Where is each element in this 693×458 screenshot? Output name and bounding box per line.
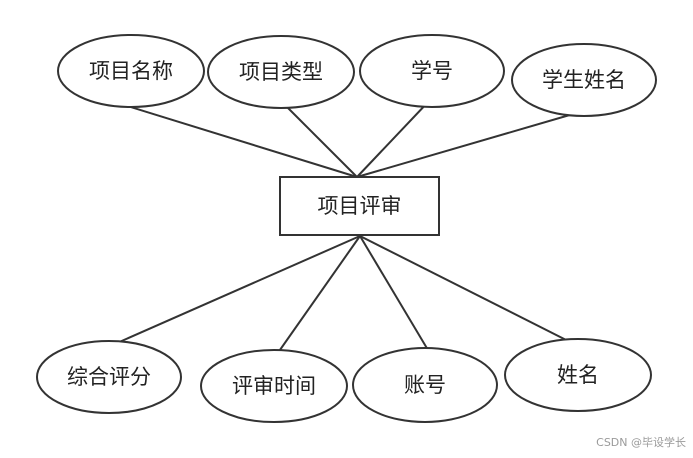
attribute-name: 姓名 xyxy=(504,338,652,412)
attribute-account: 账号 xyxy=(352,347,498,423)
connector-name xyxy=(359,235,581,348)
attribute-label: 评审时间 xyxy=(232,374,316,398)
attribute-review-time: 评审时间 xyxy=(200,349,348,423)
connector-account xyxy=(359,235,429,351)
attribute-label: 项目类型 xyxy=(239,60,323,84)
attribute-ellipse xyxy=(359,34,505,108)
entity-label: 项目评审 xyxy=(318,194,402,218)
attribute-label: 项目名称 xyxy=(89,59,173,83)
watermark: CSDN @毕设学长 xyxy=(596,435,686,449)
attribute-ellipse xyxy=(504,338,652,412)
attribute-ellipse xyxy=(200,349,348,423)
connector-overall-score xyxy=(107,235,361,348)
attribute-label: 姓名 xyxy=(557,363,599,387)
attribute-student-name: 学生姓名 xyxy=(511,43,657,117)
attribute-ellipse xyxy=(36,340,182,414)
attribute-student-id: 学号 xyxy=(359,34,505,108)
attribute-ellipse xyxy=(207,35,355,109)
connector-student-id xyxy=(356,99,431,178)
entity-box xyxy=(279,176,440,236)
attribute-ellipse xyxy=(352,347,498,423)
attribute-label: 账号 xyxy=(404,373,446,397)
attribute-label: 学生姓名 xyxy=(542,68,626,92)
entity-project-review: 项目评审 xyxy=(279,176,440,236)
attribute-project-type: 项目类型 xyxy=(207,35,355,109)
attribute-project-name: 项目名称 xyxy=(57,34,205,108)
connector-project-name xyxy=(107,99,358,178)
connectors xyxy=(107,99,581,358)
attribute-label: 学号 xyxy=(411,59,453,83)
connector-student-name xyxy=(356,111,581,178)
connector-review-time xyxy=(274,235,361,358)
attribute-ellipse xyxy=(57,34,205,108)
connector-project-type xyxy=(281,101,358,178)
attribute-label: 综合评分 xyxy=(67,365,151,389)
attribute-ellipse xyxy=(511,43,657,117)
attribute-overall-score: 综合评分 xyxy=(36,340,182,414)
